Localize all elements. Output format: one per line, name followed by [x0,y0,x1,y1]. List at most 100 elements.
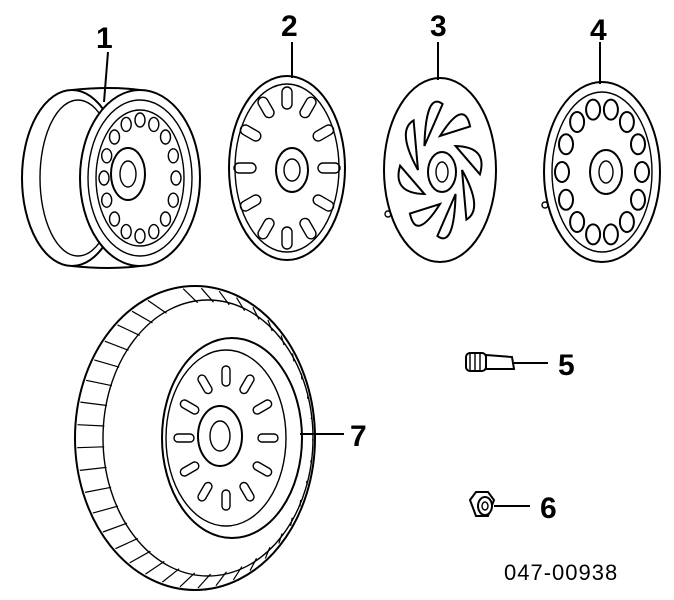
cover-lug [618,211,635,233]
cover-lug [558,188,574,211]
wheel-hole [159,211,172,227]
callout-4: 4 [590,14,607,47]
wheel-slot [221,489,231,511]
cover-lug [634,161,650,183]
cover-lug [569,111,586,133]
tread-line [182,288,199,304]
part-7-tire-assembly [74,285,344,591]
callout-3: 3 [430,10,447,43]
cover-slot [299,217,317,240]
wheel-hole [134,112,146,128]
tread-line [77,446,105,449]
cover-slot [281,226,293,250]
tread-line [310,460,312,464]
wheel-slot [179,461,200,477]
cover-slot [281,86,293,110]
callout-2: 2 [281,10,298,43]
wheel-slot [252,399,273,415]
wheel-slot [173,433,195,443]
tread-line [197,573,212,589]
cover-vane [453,144,483,177]
tread-line [252,307,260,320]
cover-vane [436,193,457,240]
tread-line [145,560,165,575]
tread-line [84,486,112,493]
tread-line [104,340,129,351]
part-4-wheel-cover [541,42,661,263]
cover-lug [554,161,570,183]
tread-line [102,522,128,533]
tread-line [232,566,243,581]
wheel-hole [120,116,132,133]
cover-lug [558,133,574,156]
cover-slot [312,124,335,142]
cover-lug [585,98,602,121]
cover-vane [404,118,419,171]
tread-line [161,568,180,583]
cover-vane [408,202,443,227]
wheel-hole [108,129,121,145]
diagram-part-number: 047-00938 [504,560,618,585]
wheel-hole [120,223,132,240]
tread-line [290,517,293,527]
cover-slot [239,124,262,142]
tread-line [264,546,271,559]
tread-line [310,416,313,420]
callout-1: 1 [96,22,113,55]
wheel-hole [167,192,180,208]
wheel-hole [108,211,121,227]
wheel-hole [134,228,146,244]
tread-line [280,335,285,346]
wheel-hole [159,129,172,145]
tread-line [200,287,214,303]
tread-line [94,359,120,368]
tread-line [278,533,283,544]
wheel-slot [179,399,200,415]
cover-lug [630,133,646,156]
wheel-slot [239,374,255,395]
tread-line [117,324,140,336]
cover-lug [630,188,646,211]
cover-slot [312,194,335,212]
part-6-lug-nut [468,491,530,517]
tread-line [215,571,227,586]
tread-line [299,499,302,507]
callout-6: 6 [540,492,557,525]
cover-slot [233,162,257,174]
wheel-slot [257,433,279,443]
tread-line [79,466,107,471]
cover-slot [299,96,317,119]
wheel-hole [98,170,110,186]
cover-vane [437,113,472,138]
wheel-slot [252,461,273,477]
wheel-hole [100,148,113,164]
callout-7: 7 [350,420,367,453]
cover-slot [317,162,341,174]
wheel-hole [170,170,182,186]
tread-line [77,424,105,427]
tread-line [249,558,258,571]
cover-lug [618,111,635,133]
tread-line [115,537,139,550]
part-1-steel-wheel [21,51,201,269]
wheel-slot [239,481,255,502]
wheel-slot [197,481,213,502]
part-3-wheel-cover [383,42,497,263]
tread-line [267,319,273,332]
wheel-hole [148,116,160,133]
wheel-hole [167,148,180,164]
cover-vane [397,163,427,196]
callout-5: 5 [558,349,575,382]
cover-lug [602,98,619,121]
cover-lug [602,223,619,246]
wheel-hole [148,223,160,240]
cover-slot [257,96,275,119]
tread-line [131,310,153,324]
tread-line [235,297,246,312]
tread-line [85,379,113,387]
tread-line [179,572,196,588]
part-2-wheel-cover [228,42,346,261]
cover-slot [257,217,275,240]
tread-line [129,550,151,564]
